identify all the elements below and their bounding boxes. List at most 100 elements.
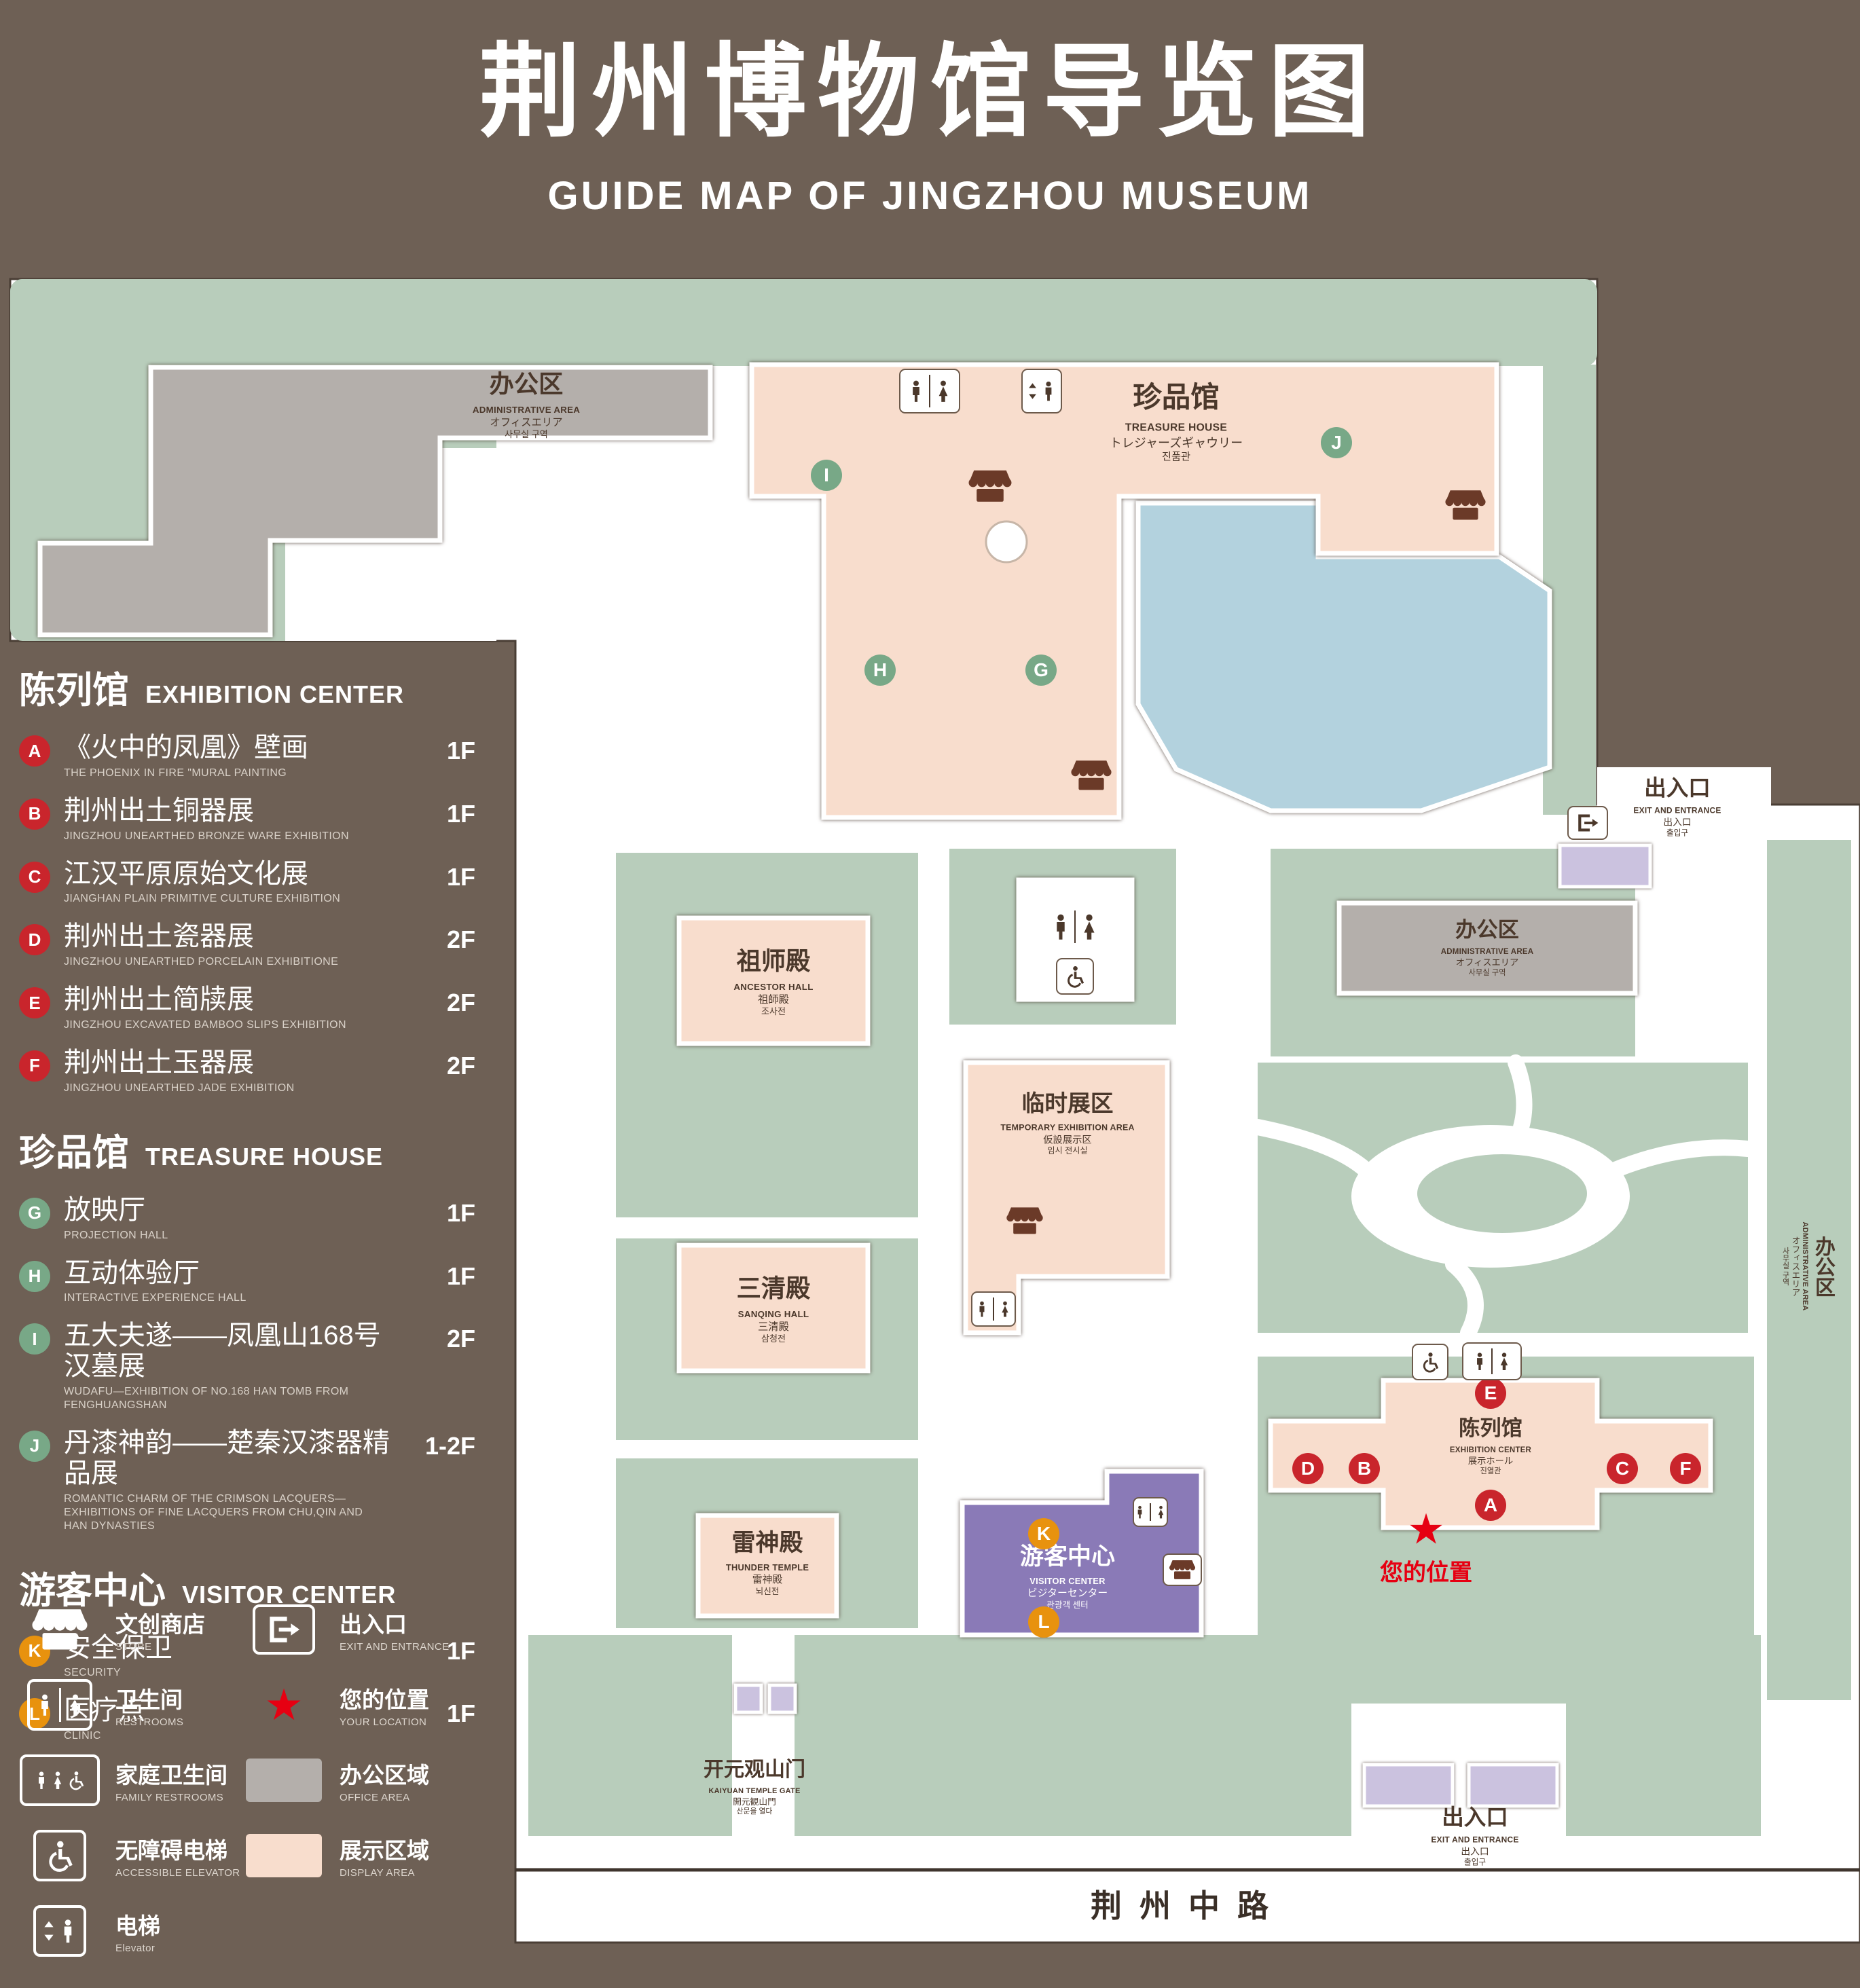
item-badge: F <box>19 1050 50 1082</box>
legend-family-restrooms: 家庭卫生间 FAMILY RESTROOMS <box>19 1754 243 1806</box>
item-floor: 2F <box>446 1325 475 1353</box>
list-item-i: I 五大夫遂——凤凰山168号汉墓展 WUDAFU—EXHIBITION OF … <box>19 1321 505 1412</box>
legend-label-en: OFFICE AREA <box>340 1791 410 1803</box>
legend-label-zh: 卫生间 <box>115 1687 183 1712</box>
legend-label-en: Elevator <box>115 1942 156 1954</box>
accessible-icon <box>1056 958 1094 995</box>
map-marker-i: I <box>811 460 842 491</box>
admin-top-building <box>37 365 713 638</box>
legend-display-area: 展示区域 DISPLAY AREA <box>243 1833 535 1879</box>
legend: 文创商店 STORE 出入口 EXIT AND ENTRANCE <box>19 1591 535 1968</box>
section-title-zh: 陈列馆 <box>19 670 129 711</box>
ancestor-hall-building <box>676 915 871 1046</box>
green-areas <box>10 279 1851 1836</box>
label-zh: 出入口 <box>1644 775 1711 800</box>
accessible-elevator-icon <box>1412 1344 1448 1380</box>
road-label: 荆州中路 <box>1091 1888 1286 1923</box>
label-zh: 办公区 <box>1455 918 1519 942</box>
legend-label-zh: 办公区域 <box>340 1762 429 1788</box>
map-marker-e: E <box>1475 1378 1506 1409</box>
legend-accessible-elevator: 无障碍电梯 ACCESSIBLE ELEVATOR <box>19 1829 243 1881</box>
label-zh: 珍品馆 <box>1133 382 1220 414</box>
legend-store: 文创商店 STORE <box>19 1606 243 1653</box>
label-jp: オフィスエリア <box>490 417 563 429</box>
label-jp: 出入口 <box>1663 817 1692 828</box>
office-area-swatch <box>243 1758 325 1802</box>
item-badge: A <box>19 735 50 767</box>
label-en: EXHIBITION CENTER <box>1449 1446 1532 1454</box>
label-en: EXIT AND ENTRANCE <box>1633 805 1721 815</box>
section-title-en: VISITOR CENTER <box>182 1580 397 1608</box>
building-label-temporary: 临时展区 TEMPORARY EXHIBITION AREA 仮設展示区 임시 … <box>1000 1091 1134 1156</box>
item-floor: 1-2F <box>424 1431 475 1460</box>
item-badge: G <box>19 1197 50 1229</box>
item-subtitle: THE PHOENIX IN FIRE "MURAL PAINTING <box>64 767 287 779</box>
item-subtitle: WUDAFU—EXHIBITION OF NO.168 HAN TOMB FRO… <box>64 1385 349 1411</box>
item-floor: 2F <box>446 989 475 1017</box>
item-subtitle: JINGZHOU UNEARTHED BRONZE WARE EXHIBITIO… <box>64 830 349 842</box>
list-item-g: G 放映厅 PROJECTION HALL 1F <box>19 1195 505 1242</box>
item-subtitle: JINGZHOU UNEARTHED PORCELAIN EXHIBITIONE <box>64 956 339 968</box>
label-jp: 展示ホール <box>1467 1456 1514 1467</box>
restrooms-icon <box>971 1291 1016 1327</box>
list-item-c: C 江汉平原原始文化展 JIANGHAN PLAIN PRIMITIVE CUL… <box>19 859 505 906</box>
item-title: 荆州出土铜器展 <box>64 795 254 826</box>
restrooms-icon <box>19 1678 101 1731</box>
list-item-e: E 荆州出土简牍展 JINGZHOU EXCAVATED BAMBOO SLIP… <box>19 984 505 1032</box>
label-en: ADMINISTRATIVE AREA <box>1800 1221 1809 1311</box>
item-title: 荆州出土简牍展 <box>64 984 254 1015</box>
label-kr: 진품관 <box>1161 451 1191 463</box>
legend-your-location: ★ 您的位置 YOUR LOCATION <box>243 1682 535 1728</box>
item-title: 五大夫遂——凤凰山168号汉墓展 <box>64 1321 381 1382</box>
building-label-admin-mid: 办公区 ADMINISTRATIVE AREA オフィスエリア 사무실 구역 <box>1441 918 1534 978</box>
section-title-zh: 珍品馆 <box>19 1132 129 1173</box>
legend-label-zh: 出入口 <box>340 1611 407 1637</box>
item-subtitle: JINGZHOU EXCAVATED BAMBOO SLIPS EXHIBITI… <box>64 1018 346 1031</box>
label-zh: 开元观山门 <box>704 1758 805 1781</box>
page-subtitle: GUIDE MAP OF JINGZHOU MUSEUM <box>547 174 1313 218</box>
label-en: SANQING HALL <box>737 1308 809 1319</box>
item-badge: D <box>19 924 50 956</box>
building-label-gate: 开元观山门 KAIYUAN TEMPLE GATE 開元観山門 산문을 열다 <box>704 1759 805 1816</box>
map-marker-c: C <box>1607 1453 1638 1484</box>
sidebar: 陈列馆 EXHIBITION CENTER A 《火中的凤凰》壁画 THE PH… <box>19 660 505 1759</box>
map-marker-f: F <box>1670 1453 1701 1484</box>
label-en: ADMINISTRATIVE AREA <box>472 404 581 415</box>
building-label-treasure: 珍品馆 TREASURE HOUSE トレジャーズギャウリー 진품관 <box>1110 382 1243 462</box>
map-marker-g: G <box>1025 655 1057 686</box>
display-area-swatch <box>243 1833 325 1877</box>
label-zh: 雷神殿 <box>731 1529 803 1556</box>
legend-label-zh: 电梯 <box>115 1913 160 1938</box>
label-kr: 사무실 구역 <box>1468 969 1506 978</box>
map-marker-l: L <box>1028 1606 1059 1638</box>
list-item-f: F 荆州出土玉器展 JINGZHOU UNEARTHED JADE EXHIBI… <box>19 1048 505 1095</box>
round-plaza <box>985 520 1028 564</box>
item-title: 荆州出土瓷器展 <box>64 921 254 952</box>
label-jp: 雷神殿 <box>752 1574 783 1585</box>
map-marker-a: A <box>1475 1490 1506 1521</box>
label-en: TREASURE HOUSE <box>1125 422 1228 434</box>
restrooms-icon <box>1462 1342 1522 1380</box>
label-kr: 임시 전시실 <box>1047 1145 1088 1156</box>
exit-icon <box>243 1604 325 1655</box>
legend-exit: 出入口 EXIT AND ENTRANCE <box>243 1604 535 1655</box>
list-item-b: B 荆州出土铜器展 JINGZHOU UNEARTHED BRONZE WARE… <box>19 796 505 843</box>
map-marker-k: K <box>1028 1518 1059 1549</box>
legend-label-en: EXIT AND ENTRANCE <box>340 1640 450 1653</box>
label-kr: 출입구 <box>1463 1858 1487 1867</box>
section-title-en: EXHIBITION CENTER <box>145 680 405 708</box>
legend-label-en: ACCESSIBLE ELEVATOR <box>115 1866 240 1879</box>
item-floor: 1F <box>446 1262 475 1290</box>
label-zh: 出入口 <box>1442 1805 1508 1830</box>
store-icon <box>19 1606 101 1653</box>
accessible-elevator-icon <box>19 1829 101 1881</box>
label-kr: 조사전 <box>761 1006 786 1017</box>
item-title: 安全保卫 <box>64 1632 172 1663</box>
item-title: 丹漆神韵——楚秦汉漆器精品展 <box>64 1427 390 1488</box>
label-jp: 出入口 <box>1461 1846 1489 1857</box>
label-jp: オフィスエリア <box>1790 1236 1801 1297</box>
label-jp: ビジターセンター <box>1027 1587 1108 1599</box>
label-en: THUNDER TEMPLE <box>725 1562 809 1572</box>
list-item-a: A 《火中的凤凰》壁画 THE PHOENIX IN FIRE "MURAL P… <box>19 733 505 780</box>
